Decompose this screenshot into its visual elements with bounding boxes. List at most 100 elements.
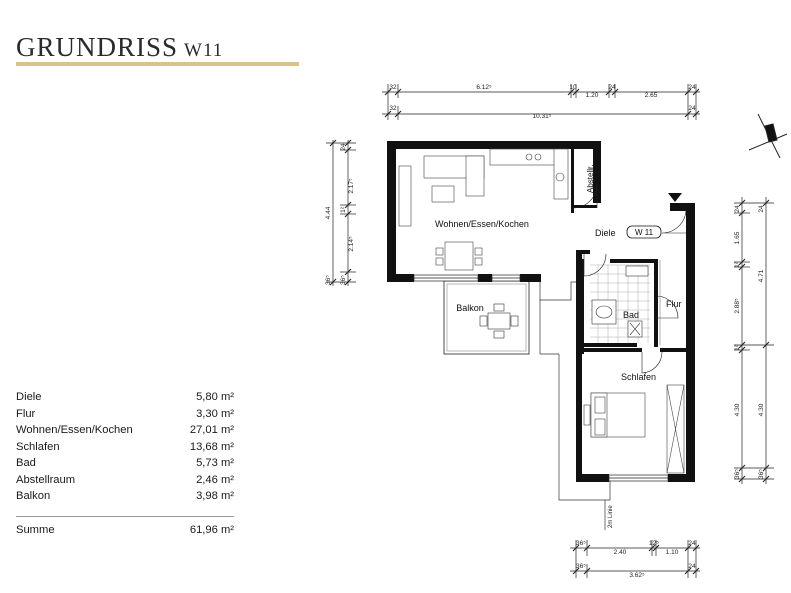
dim-label: 24	[734, 205, 741, 213]
balcony: Balkon	[443, 280, 530, 355]
room-name: Balkon	[16, 490, 51, 502]
dimension-left	[326, 139, 356, 286]
dimension-bottom-labels: 36⁵ 2.40 12⁵ 1.10 24 36⁵ 3.62⁵ 24	[576, 540, 696, 579]
dim-label: 24	[688, 540, 696, 547]
area-row: Schlafen 13,68 m²	[16, 439, 234, 456]
dining-table-icon	[444, 241, 474, 271]
room-name: Abstellraum	[16, 473, 76, 486]
dim-label: 6.12⁵	[476, 84, 492, 91]
dim-label: 4.71	[758, 269, 765, 282]
bedroom-furniture	[583, 384, 685, 474]
room-name: Schlafen	[16, 440, 60, 453]
dim-label: 2.65	[645, 92, 658, 99]
room-labels: Wohnen/Essen/Kochen Diele Bad Flur Schla…	[435, 165, 682, 382]
entrance-arrow-icon	[668, 193, 682, 202]
dim-label: 12⁵	[649, 540, 659, 547]
coffee-table-icon	[431, 185, 455, 203]
dimension-right-labels: 24 1.65 1² 2.88⁵ 1² 4.30 36⁵ 24 4.71 4.3…	[734, 205, 765, 479]
room-name: Flur	[16, 407, 36, 420]
dim-label: 24	[608, 84, 616, 91]
washbasin-icon	[625, 265, 649, 277]
dim-label: 4.44	[325, 206, 332, 219]
dim-label: 36⁵	[758, 469, 765, 479]
room-label-corridor: Flur	[666, 299, 682, 309]
room-area: 3,98 m²	[196, 490, 234, 502]
dim-label: 32	[389, 84, 397, 91]
storage-door-icon	[572, 183, 598, 209]
dim-label: 1.10	[666, 549, 679, 556]
dim-label: 2.88⁵	[734, 298, 741, 314]
dimension-top	[382, 84, 700, 120]
dim-label: 24	[688, 84, 696, 91]
total-area: 61,96 m²	[189, 523, 234, 536]
dim-label: 2.40	[614, 549, 627, 556]
room-area: 5,80 m²	[196, 391, 234, 403]
area-row: Diele 5,80 m²	[16, 389, 234, 406]
room-area: 2,46 m²	[196, 473, 234, 486]
dim-label: 24	[758, 205, 765, 213]
dim-label: 1.65	[734, 231, 741, 244]
area-row: Wohnen/Essen/Kochen 27,01 m²	[16, 422, 234, 439]
dim-label: 36⁵	[576, 563, 586, 570]
dim-label: 4.30	[758, 403, 765, 416]
dim-label: 24	[340, 143, 347, 151]
dim-label: 2.17⁵	[348, 178, 355, 194]
dim-label: 32	[389, 105, 397, 112]
dimension-right	[734, 197, 774, 484]
dimension-left-labels: 4.44 24 2.17⁵ 1² 2.14⁵ 36⁵ 36⁵	[325, 143, 355, 285]
dim-label: 36⁵	[325, 275, 332, 285]
dim-label: 2.14⁵	[348, 236, 355, 252]
dim-label: 3.62⁵	[629, 572, 645, 579]
dimension-bottom	[570, 540, 700, 578]
dim-label: 10.31⁵	[533, 113, 552, 120]
dim-label: 36⁵	[340, 275, 347, 285]
entrance-door-icon	[661, 208, 687, 234]
north-arrow-icon	[748, 113, 788, 159]
title-main: GRUNDRISS	[16, 32, 179, 62]
total-label: Summe	[16, 523, 55, 536]
bath-fixtures	[591, 265, 649, 338]
room-label-bath: Bad	[623, 310, 639, 320]
balcony-table-icon	[479, 303, 519, 339]
dimension-top-labels: 32 6.12⁵ 10 1.20 24 2.65 24 32 10.31⁵ 24	[389, 84, 696, 120]
walls	[387, 141, 695, 482]
dim-label: 24	[688, 105, 696, 112]
area-row: Flur 3,30 m²	[16, 406, 234, 423]
total-row: Summe 61,96 m²	[16, 522, 234, 539]
dim-label: 1²	[734, 344, 741, 351]
area-table: Diele 5,80 m² Flur 3,30 m² Wohnen/Essen/Ko…	[16, 389, 234, 538]
dim-label: 1²	[734, 261, 741, 268]
room-label-living: Wohnen/Essen/Kochen	[435, 219, 529, 229]
room-name: Bad	[16, 457, 36, 469]
area-row: Bad 5,73 m²	[16, 455, 234, 472]
area-row: Balkon 3,98 m²	[16, 488, 234, 505]
area-row: Abstellraum 2,46 m²	[16, 472, 234, 489]
windows	[413, 274, 669, 482]
room-area: 13,68 m²	[189, 440, 234, 453]
bedroom-door-icon	[641, 351, 663, 374]
dim-label: 1.20	[586, 92, 599, 99]
sum-divider	[16, 515, 234, 517]
dim-label: 1²	[340, 206, 347, 213]
living-furniture	[398, 148, 569, 271]
title-unit: W11	[184, 40, 224, 61]
room-area: 5,73 m²	[196, 457, 234, 469]
room-name: Diele	[16, 391, 42, 403]
title-underline	[16, 62, 299, 66]
room-label-storage: Abstellr.	[586, 165, 595, 193]
room-area: 27,01 m²	[189, 424, 234, 436]
room-name: Wohnen/Essen/Kochen	[16, 424, 133, 436]
room-label-hall: Diele	[595, 228, 616, 238]
room-label-balcony: Balkon	[456, 303, 484, 313]
sideboard-icon	[398, 165, 412, 227]
room-label-bedroom: Schlafen	[621, 372, 656, 382]
hall-door-icon	[583, 253, 607, 277]
room-area: 3,30 m²	[196, 407, 234, 420]
dim-label: 4.30	[734, 403, 741, 416]
dim-label: 36⁵	[576, 540, 586, 547]
two-meter-label: 2m Linie	[608, 505, 614, 528]
dim-label: 10	[569, 84, 577, 91]
unit-badge: W 11	[626, 225, 662, 239]
